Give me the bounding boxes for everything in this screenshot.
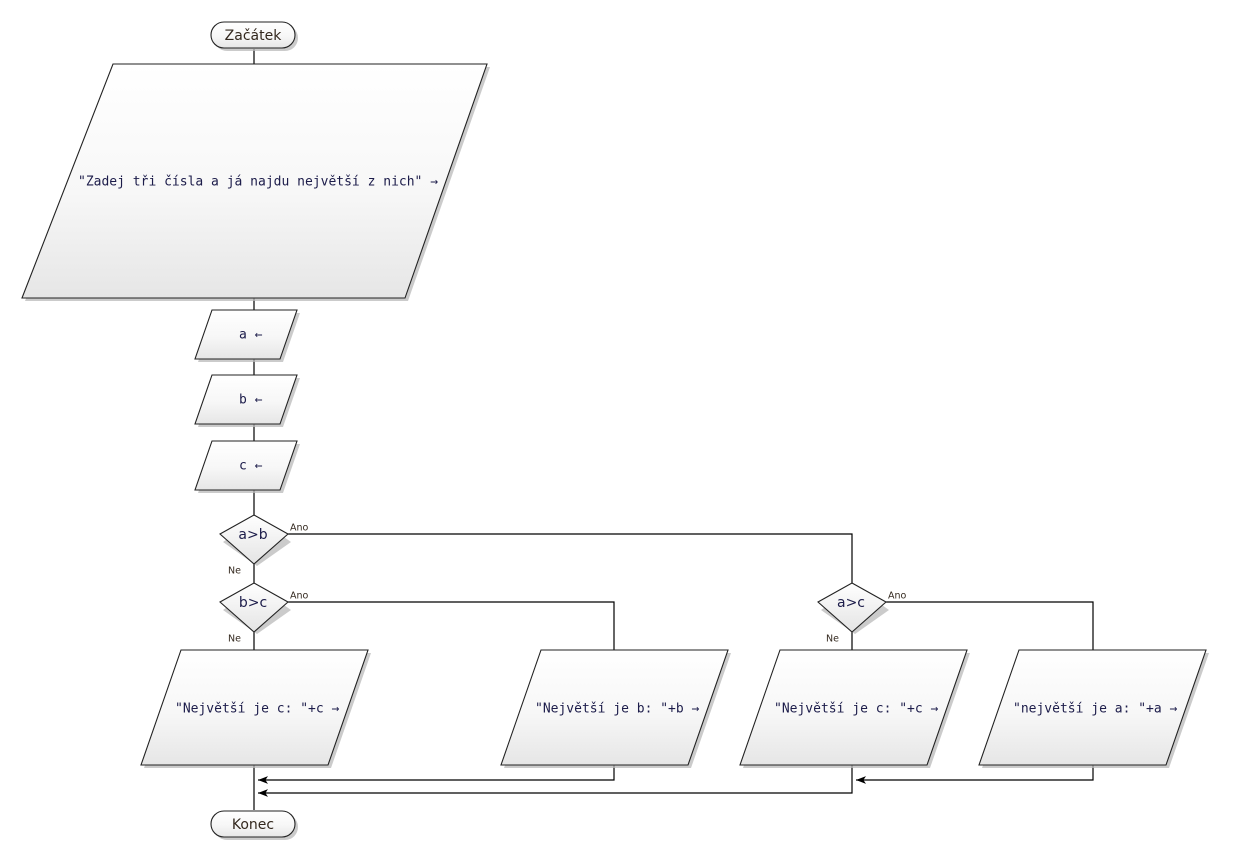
- cond-bc-yes-label: Ano: [290, 591, 309, 602]
- node-cond-ac[interactable]: a>c Ano Ne: [817, 582, 907, 645]
- input-c-shape: [194, 440, 298, 491]
- out-a-shape: [978, 649, 1207, 766]
- cond-ac-label: a>c: [837, 595, 865, 611]
- cond-ab-shape: [219, 514, 289, 565]
- input-c-label: c ←: [239, 459, 263, 474]
- edge-out-a-to-merge: [856, 765, 1094, 784]
- node-out-b[interactable]: "Největší je b: "+b →: [500, 649, 731, 768]
- connector-layer: [253, 49, 1094, 810]
- node-out-a[interactable]: "největší je a: "+a →: [978, 649, 1209, 768]
- input-b-label: b ←: [239, 393, 263, 408]
- node-out-c-right[interactable]: "Největší je c: "+c →: [739, 649, 970, 768]
- node-cond-bc[interactable]: b>c Ano Ne: [219, 582, 309, 645]
- cond-ab-no-label: Ne: [228, 566, 241, 577]
- edge-cond-ab-yes-to-cond-ac: [288, 533, 853, 583]
- out-c-left-shape: [140, 649, 369, 766]
- out-c-right-label: "Největší je c: "+c →: [774, 702, 939, 717]
- node-prompt-output[interactable]: "Zadej tři čísla a já najdu největší z n…: [21, 63, 490, 301]
- cond-ab-yes-label: Ano: [290, 523, 309, 534]
- end-shape: [210, 810, 296, 838]
- edge-out-b-to-merge: [258, 765, 615, 784]
- node-cond-ab[interactable]: a>b Ano Ne: [219, 514, 309, 577]
- cond-ac-no-label: Ne: [826, 634, 839, 645]
- prompt-output-shape: [21, 63, 488, 299]
- node-out-c-left[interactable]: "Největší je c: "+c →: [140, 649, 371, 768]
- input-a-shape: [194, 309, 298, 360]
- start-shape: [210, 21, 296, 49]
- out-a-label: "největší je a: "+a →: [1013, 702, 1178, 717]
- cond-bc-label: b>c: [239, 595, 267, 611]
- node-start[interactable]: Začátek: [210, 21, 298, 51]
- edge-out-c-right-to-merge: [258, 765, 853, 797]
- out-c-left-label: "Největší je c: "+c →: [175, 702, 340, 717]
- cond-ac-shape: [817, 582, 887, 633]
- cond-ac-yes-label: Ano: [888, 591, 907, 602]
- edge-cond-ac-yes-to-out-a: [886, 601, 1094, 650]
- end-label: Konec: [232, 817, 274, 833]
- out-c-right-shape: [739, 649, 968, 766]
- node-input-c[interactable]: c ←: [194, 440, 300, 493]
- edge-cond-bc-yes-to-out-b: [288, 601, 615, 650]
- input-a-label: a ←: [239, 328, 263, 343]
- out-b-label: "Největší je b: "+b →: [535, 702, 700, 717]
- out-b-shape: [500, 649, 729, 766]
- start-label: Začátek: [225, 28, 283, 44]
- cond-bc-shape: [219, 582, 289, 633]
- node-end[interactable]: Konec: [210, 810, 298, 840]
- node-input-b[interactable]: b ←: [194, 374, 300, 427]
- node-input-a[interactable]: a ←: [194, 309, 300, 362]
- prompt-output-label: "Zadej tři čísla a já najdu největší z n…: [78, 175, 438, 190]
- cond-ab-label: a>b: [238, 527, 267, 543]
- input-b-shape: [194, 374, 298, 425]
- cond-bc-no-label: Ne: [228, 634, 241, 645]
